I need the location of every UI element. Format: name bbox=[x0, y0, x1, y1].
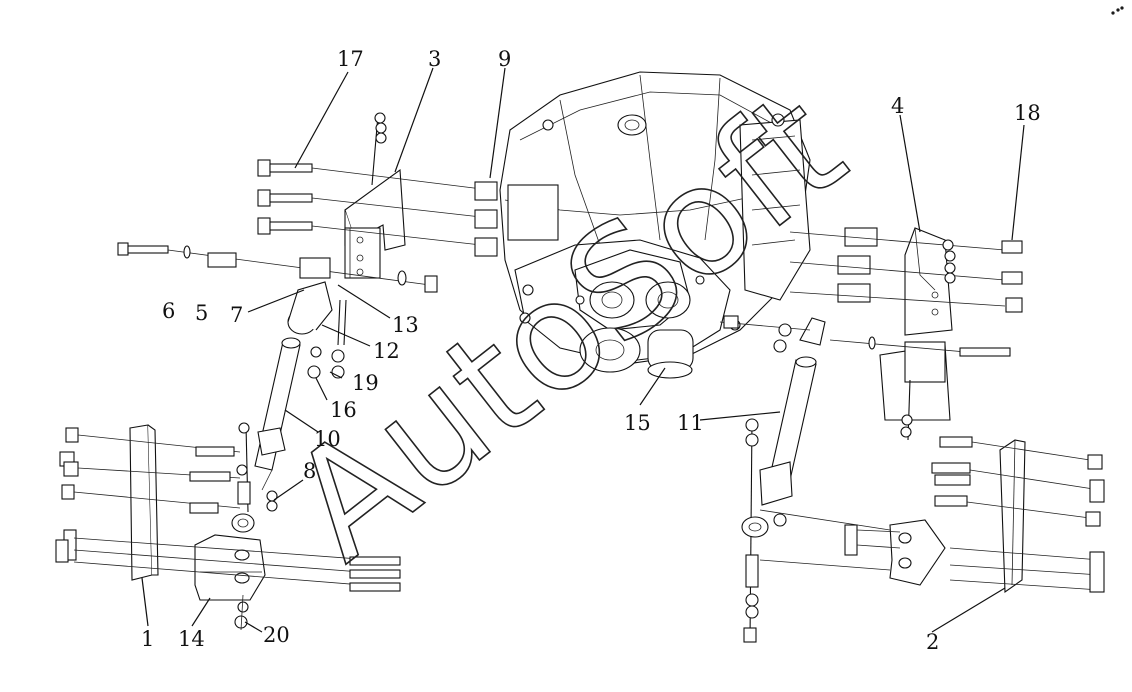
bracket-4 bbox=[904, 227, 953, 336]
callout-14: 14 bbox=[178, 627, 205, 651]
stud-upper bbox=[371, 112, 387, 186]
bushings-right bbox=[789, 227, 1006, 307]
bracket-3 bbox=[344, 168, 406, 279]
callout-7: 7 bbox=[230, 303, 243, 327]
callout-9: 9 bbox=[498, 47, 511, 71]
callout-6: 6 bbox=[162, 299, 175, 323]
rod-10 bbox=[231, 337, 301, 533]
callout-4: 4 bbox=[891, 94, 904, 118]
callout-5: 5 bbox=[195, 301, 208, 325]
bushings-9 bbox=[474, 181, 498, 257]
callout-10: 10 bbox=[314, 427, 341, 451]
callout-18: 18 bbox=[1014, 101, 1041, 125]
bolt-6-bushing-5 bbox=[117, 242, 431, 286]
callout-16: 16 bbox=[330, 398, 357, 422]
bracket-lower-right bbox=[759, 509, 946, 586]
callout-labels: 17 3 9 4 18 6 5 7 13 12 19 16 10 8 15 11… bbox=[141, 47, 1041, 654]
callout-2: 2 bbox=[926, 630, 939, 654]
callout-15: 15 bbox=[624, 411, 651, 435]
plate-2 bbox=[931, 436, 1105, 594]
clamp-7 bbox=[287, 257, 438, 379]
callout-3: 3 bbox=[428, 47, 441, 71]
rod-11 bbox=[719, 315, 826, 643]
leader-lines bbox=[141, 67, 1025, 633]
callout-11: 11 bbox=[677, 411, 704, 435]
callout-19: 19 bbox=[352, 371, 379, 395]
callout-1: 1 bbox=[141, 627, 154, 651]
bolts-17 bbox=[257, 159, 491, 247]
corner-mark bbox=[1111, 6, 1124, 15]
callout-8: 8 bbox=[303, 459, 316, 483]
callout-17: 17 bbox=[337, 47, 364, 71]
bracket-14 bbox=[194, 534, 266, 631]
callout-20: 20 bbox=[263, 623, 290, 647]
plate-1 bbox=[55, 424, 401, 592]
callout-12: 12 bbox=[373, 339, 400, 363]
mount-right bbox=[829, 336, 1011, 441]
callout-13: 13 bbox=[392, 313, 419, 337]
center-housing bbox=[499, 71, 811, 379]
bolts-18 bbox=[1001, 240, 1023, 313]
